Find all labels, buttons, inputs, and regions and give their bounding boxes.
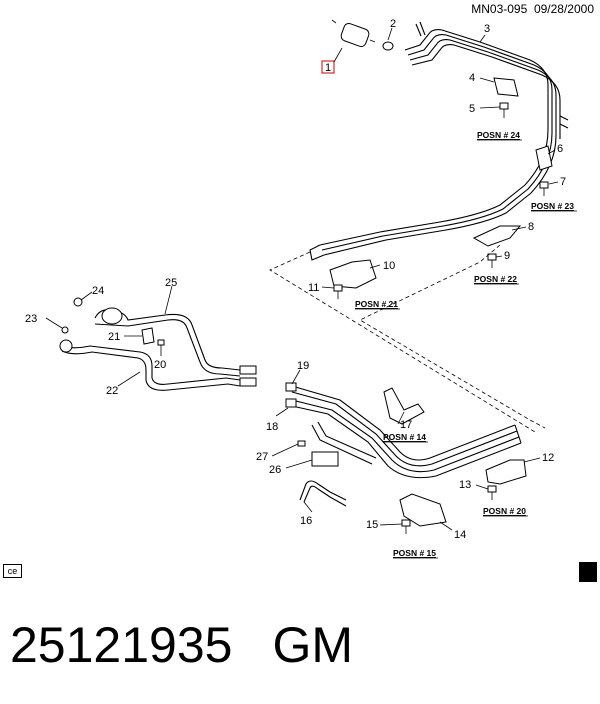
callout-3: 3 [484,23,490,35]
clip-part-4 [493,77,519,97]
hose-part-16 [299,480,347,501]
washer-part-24 [73,297,83,307]
callout-1-box [321,60,335,74]
bracket-part-12 [485,459,527,485]
callout-22: 22 [106,385,118,397]
callout-21: 21 [108,331,120,343]
bolt-part-15 [401,519,411,534]
bracket-part-10 [329,259,377,289]
diagram-header: MN03-095 09/28/2000 [471,2,594,16]
position-22-label: POSN # 22 [474,274,517,284]
upper-fuel-lines [309,21,569,261]
bracket-part-14 [399,493,447,527]
bolt-part-5 [499,102,509,118]
book-icon [579,562,597,582]
bolt-part-13 [487,485,497,500]
part-number: 25121935 [10,617,233,673]
callout-5: 5 [469,103,475,115]
bolt-part-9 [487,253,497,268]
nut-part-23 [61,326,69,334]
position-14-label: POSN # 14 [383,432,426,442]
callout-23: 23 [25,313,37,325]
ce-badge: ce [3,564,22,578]
bracket-part-17 [383,387,425,425]
rear-fuel-lines [285,382,522,479]
clip-part-6 [535,145,553,171]
diagram-code: MN03-095 [471,2,528,16]
callout-24: 24 [92,285,104,297]
callout-12: 12 [542,452,554,464]
hose-part-16-b [303,485,347,507]
callout-17: 17 [400,419,412,431]
callout-8: 8 [528,221,534,233]
position-24-label: POSN # 24 [477,130,520,140]
clip-part-21 [141,327,155,345]
front-fuel-lines [61,307,257,391]
callout-27: 27 [256,451,268,463]
callout-11: 11 [308,282,319,294]
fitting-part-23 [59,339,73,353]
fuel-hose-end [101,307,123,325]
footer-part-info: 25121935 GM [10,616,353,674]
callout-7: 7 [560,176,566,188]
callout-10: 10 [383,260,395,272]
position-20-label: POSN # 20 [483,506,526,516]
callout-26: 26 [269,464,281,476]
bracket-part-8 [472,225,522,247]
callout-6: 6 [557,143,563,155]
position-23-label: POSN # 23 [531,201,574,211]
callout-14: 14 [454,529,466,541]
brand-name: GM [272,617,354,673]
bolt-part-7 [539,181,549,196]
bolt-part-20 [157,339,165,346]
callout-2: 2 [390,18,396,30]
callout-18: 18 [266,421,278,433]
callout-25: 25 [165,277,177,289]
dashed-reference-right [359,244,546,429]
position-21-label: POSN # 21 [355,299,398,309]
bolt-part-11 [333,284,343,299]
callout-20: 20 [154,359,166,371]
callout-16: 16 [300,515,312,527]
position-15-label: POSN # 15 [393,548,436,558]
callout-19: 19 [297,360,309,372]
washer-part-2 [382,41,394,51]
diagram-date: 09/28/2000 [533,2,594,16]
callout-4: 4 [469,72,475,84]
fuel-line-diagram: 1 2 3 4 5 6 7 8 9 10 11 12 13 14 15 16 1… [25,18,577,559]
dashed-reference-left [269,251,536,433]
callout-1: 1 [325,62,331,74]
clip-part-26 [311,451,339,467]
callout-15: 15 [366,519,378,531]
bolt-part-27 [297,440,306,447]
callout-9: 9 [504,250,510,262]
callout-13: 13 [459,479,471,491]
fuel-filter [321,19,376,74]
